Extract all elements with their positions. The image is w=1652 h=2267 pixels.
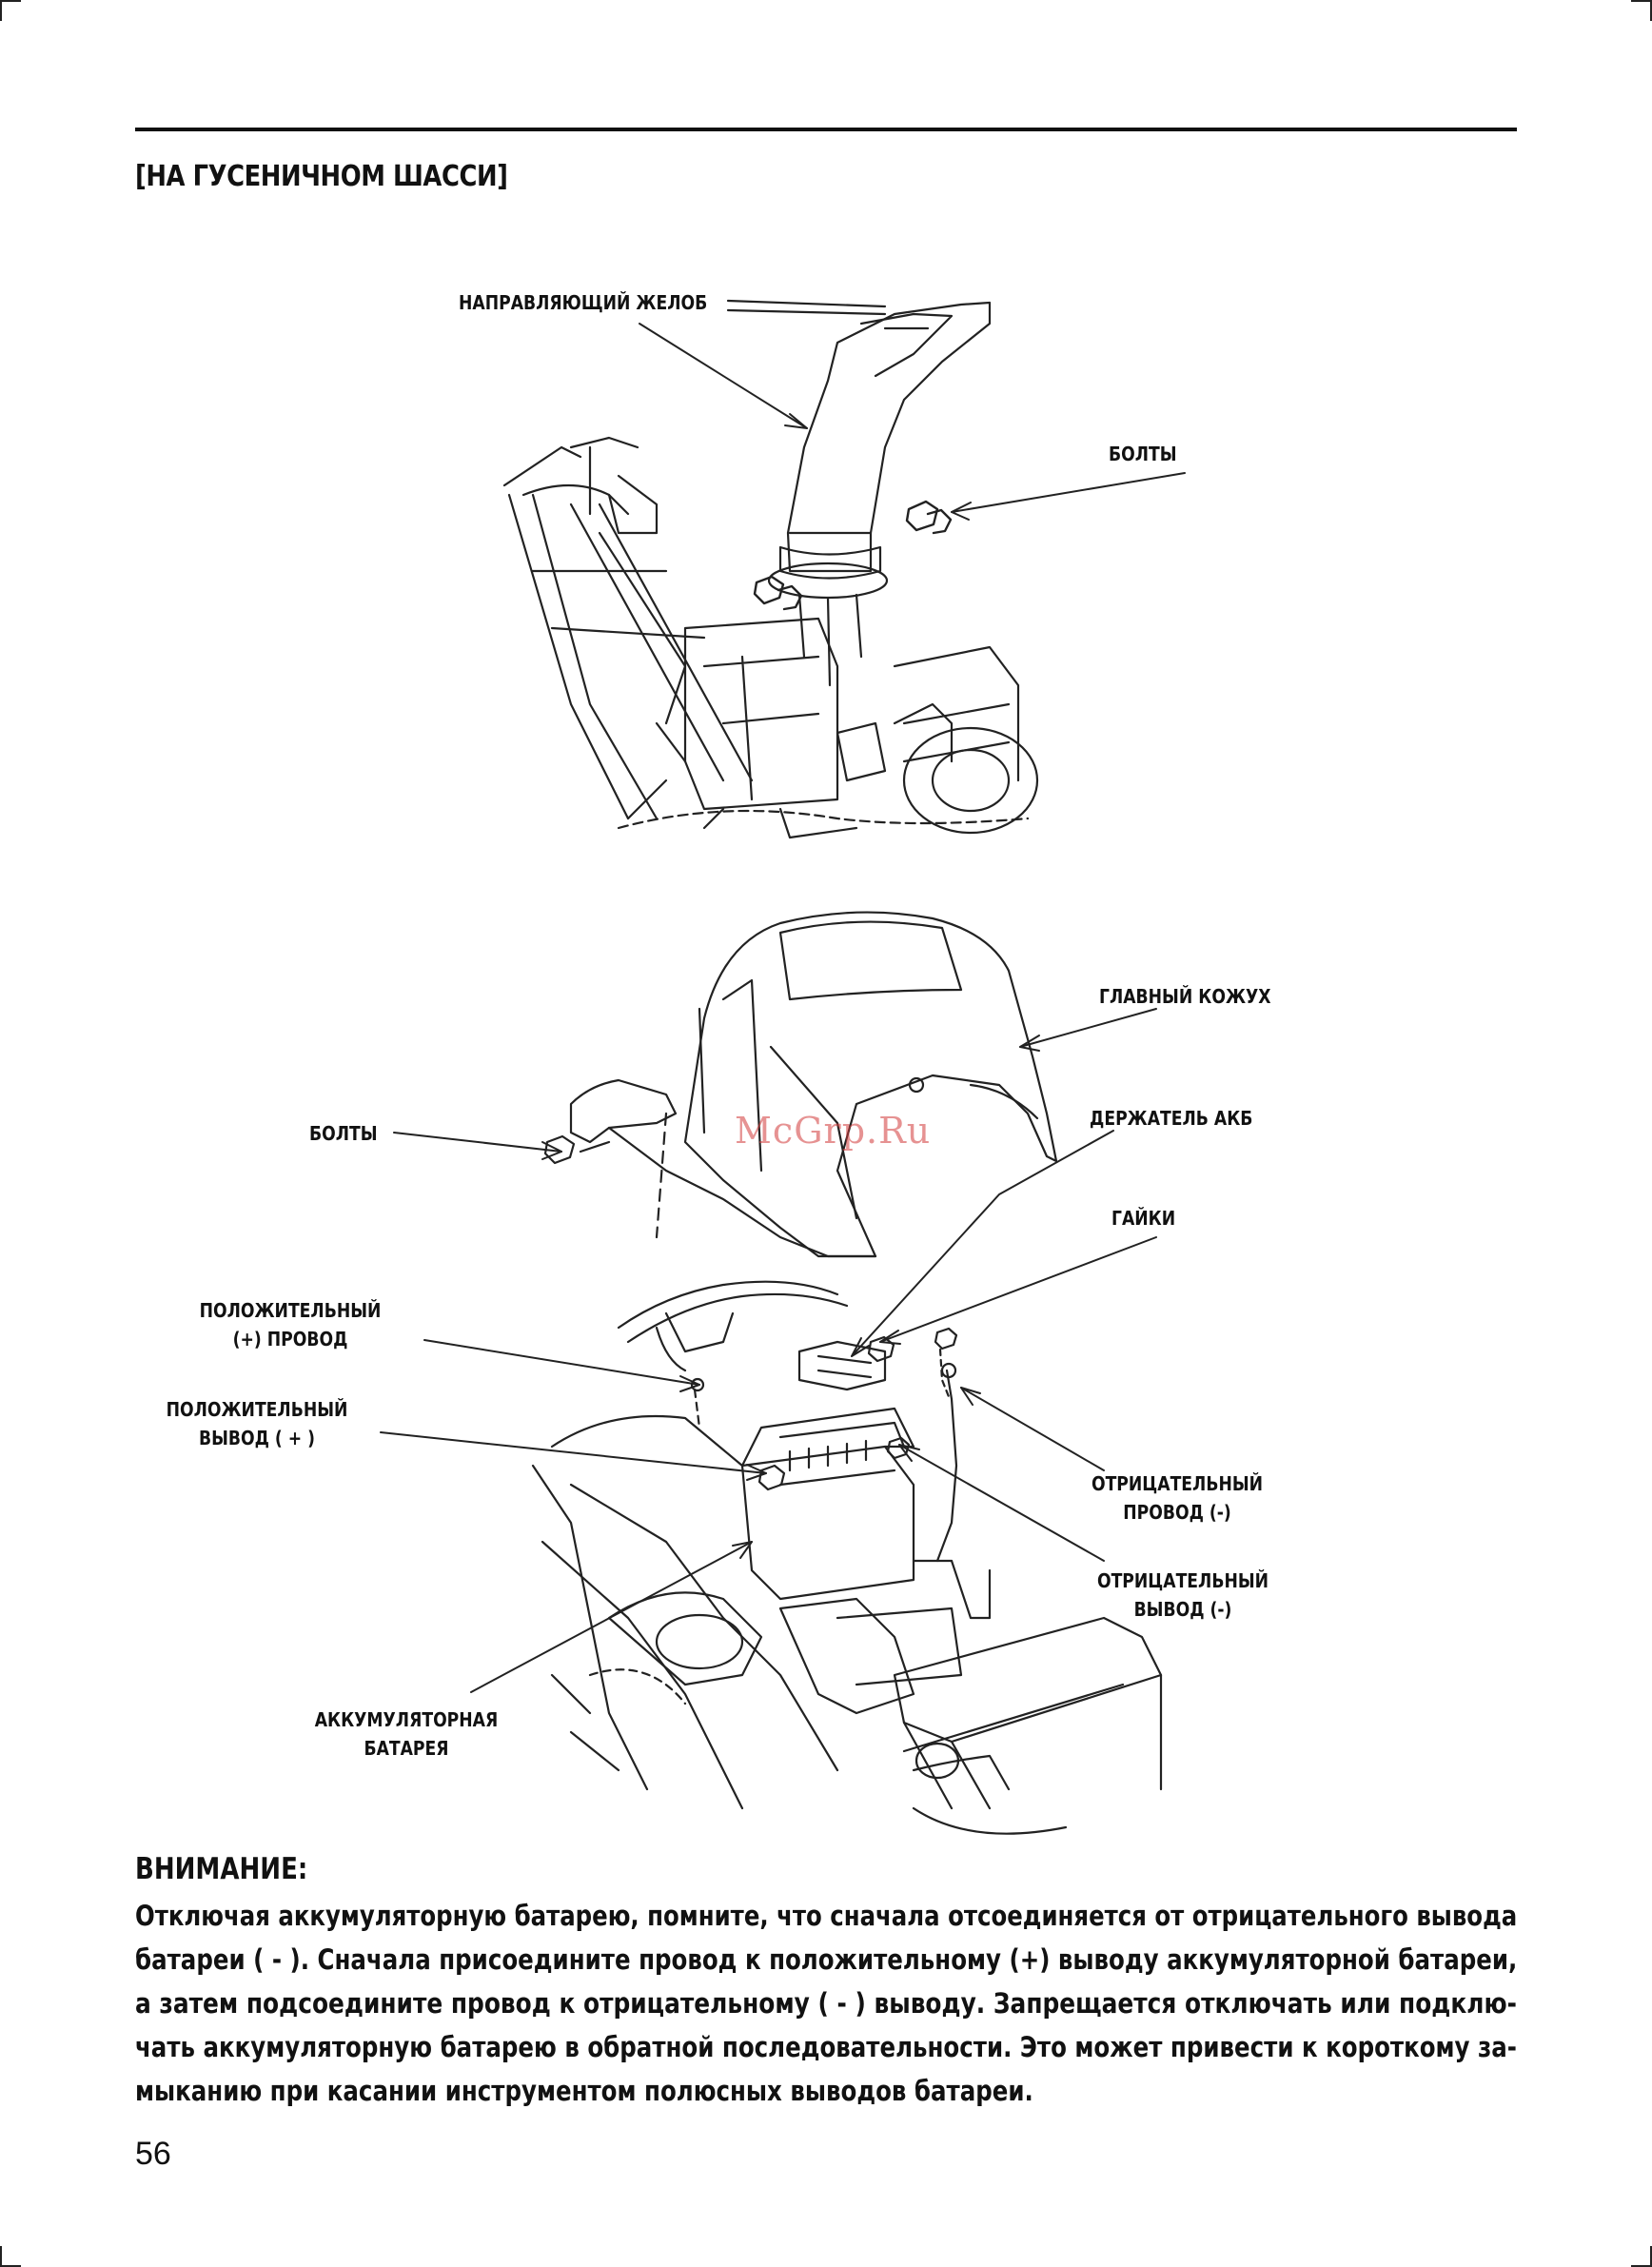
label-negative-cable: ОТРИЦАТЕЛЬНЫЙ ПРОВОД (-) (1091, 1472, 1264, 1524)
label-positive-cable: ПОЛОЖИТЕЛЬНЫЙ (+) ПРОВОД (199, 1299, 382, 1350)
notice-line: батареи ( - ). Сначала присоедините пров… (135, 1943, 1518, 1976)
label-negative-terminal: ОТРИЦАТЕЛЬНЫЙ ВЫВОД (-) (1096, 1569, 1269, 1621)
notice-text: Отключая аккумуляторную батарею, помните… (135, 1894, 1517, 2113)
crop-mark-bottom-left-h (0, 2265, 21, 2267)
label-battery-holder: ДЕРЖАТЕЛЬ АКБ (1090, 1107, 1253, 1130)
label-main-cover: ГЛАВНЫЙ КОЖУХ (1099, 985, 1271, 1008)
page-number: 56 (135, 2136, 171, 2172)
crop-mark-top-right-v (1650, 0, 1652, 21)
label-nuts: ГАЙКИ (1111, 1207, 1176, 1230)
crop-mark-top-left-h (0, 0, 21, 2)
assembly-illustration (380, 299, 1186, 1835)
crop-mark-bottom-right-v (1650, 2246, 1652, 2267)
watermark: McGrp.Ru (735, 1110, 932, 1152)
notice-line: Отключая аккумуляторную батарею, помните… (135, 1900, 1518, 1932)
crop-mark-top-right-h (1631, 0, 1652, 2)
section-title: [НА ГУСЕНИЧНОМ ШАССИ] (135, 160, 508, 193)
label-battery: АККУМУЛЯТОРНАЯ БАТАРЕЯ (314, 1708, 499, 1760)
label-chute: НАПРАВЛЯЮЩИЙ ЖЕЛОБ (459, 291, 708, 314)
crop-mark-bottom-left-v (0, 2246, 2, 2267)
notice-line: чать аккумуляторную батарею в обратной п… (135, 2031, 1517, 2063)
crop-mark-top-left-v (0, 0, 2, 21)
notice-title: ВНИМАНИЕ: (135, 1852, 308, 1886)
leader-lines (380, 323, 1186, 1693)
label-positive-terminal: ПОЛОЖИТЕЛЬНЫЙ ВЫВОД ( + ) (166, 1398, 348, 1449)
label-bolts-bottom: БОЛТЫ (309, 1122, 378, 1145)
label-bolts-top: БОЛТЫ (1109, 443, 1177, 465)
snow-blower-top-drawing (502, 299, 1039, 839)
crop-mark-bottom-right-h (1631, 2265, 1652, 2267)
header-rule (135, 128, 1517, 131)
notice-line: а затем подсоедините провод к отрицатель… (135, 1987, 1517, 2020)
notice-line: мыканию при касании инструментом полюсны… (135, 2075, 1033, 2107)
